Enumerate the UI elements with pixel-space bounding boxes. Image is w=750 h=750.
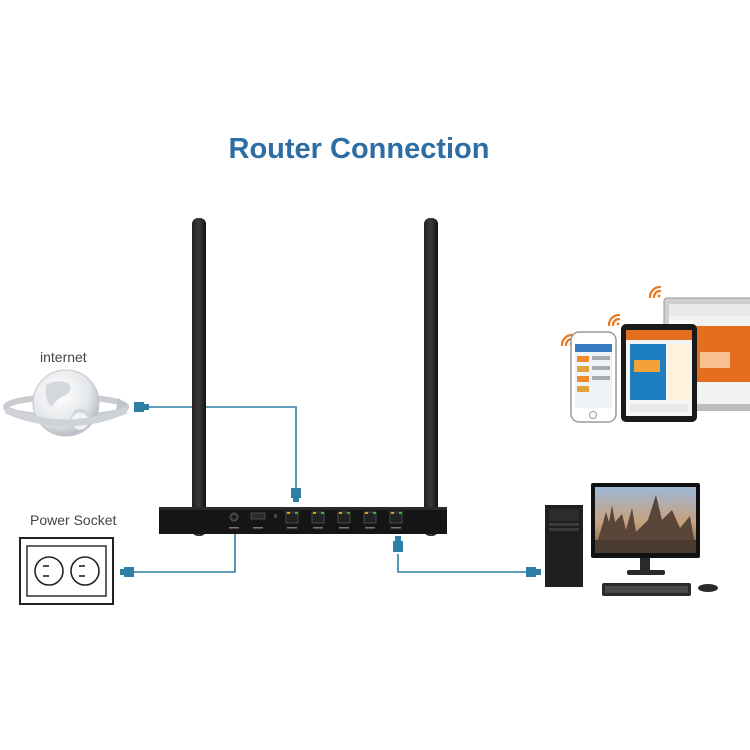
cable-plug-wan [291,488,301,502]
cable-lan-pc [397,554,526,573]
smartphone-icon [570,331,617,423]
globe-icon: e [3,369,129,437]
cable-internet-wan [148,406,297,488]
router-antenna-right [424,218,438,536]
wifi-icon [560,285,662,347]
cable-plug-lan [393,536,403,552]
cable-plug-power [120,567,134,577]
cable-plug-pc [526,567,541,577]
power-socket-icon [19,537,114,605]
power-socket-label: Power Socket [30,512,117,528]
page-title: Router Connection [228,133,490,165]
cable-plug-internet [134,402,149,412]
tablet-icon [621,324,697,422]
internet-label: internet [40,349,87,365]
cable-power [134,526,236,573]
router-ports [285,511,403,524]
router-body [159,507,447,534]
desktop-pc-icon [545,483,718,596]
router-antenna-left [192,218,206,536]
router-icon [159,218,447,536]
